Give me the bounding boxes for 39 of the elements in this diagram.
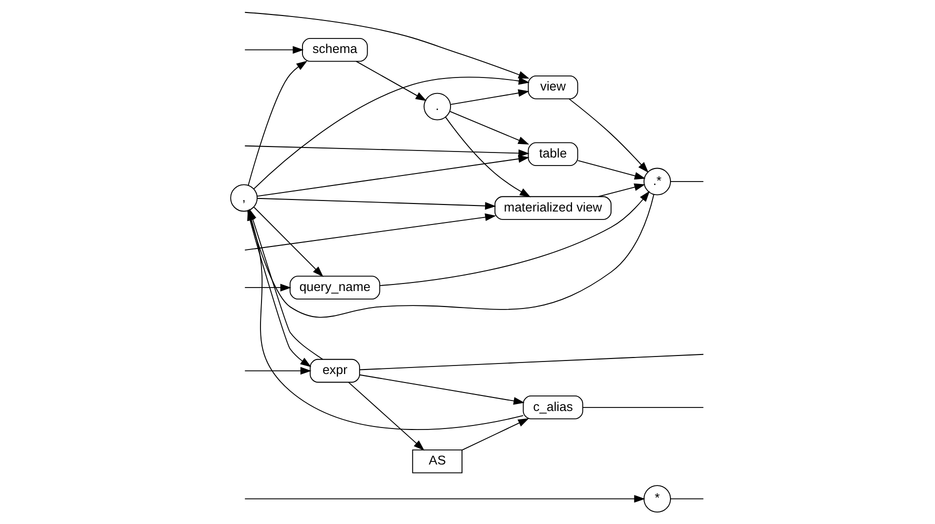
- connector: [670, 181, 704, 182]
- connector: [359, 354, 704, 370]
- arrow: [254, 206, 324, 277]
- arrow: [348, 382, 424, 451]
- node-box: schema: [302, 38, 368, 62]
- arrow: [248, 60, 308, 186]
- arrow: [244, 495, 646, 503]
- node-circle: .: [424, 92, 452, 120]
- arrow: [244, 213, 496, 251]
- node-circle: *: [644, 485, 671, 513]
- connector: [582, 406, 704, 408]
- node-circle: .*: [644, 168, 671, 196]
- arrow: [450, 89, 530, 105]
- arrow: [359, 374, 525, 405]
- arrow: [256, 198, 496, 210]
- arrow: [244, 284, 292, 292]
- arrow: [356, 60, 427, 102]
- arrow: [244, 366, 312, 375]
- arrow: [244, 12, 530, 85]
- arrow: [568, 98, 649, 173]
- arrow: [244, 46, 304, 54]
- node-box: expr: [310, 358, 360, 383]
- arrow: [598, 183, 646, 198]
- arrow: [462, 418, 530, 450]
- node-circle: ,: [230, 184, 258, 212]
- arrow: [254, 71, 530, 190]
- node-box: AS: [412, 449, 462, 474]
- node-box: c_alias: [522, 396, 584, 420]
- arrow: [244, 145, 530, 163]
- arrow: [445, 116, 531, 198]
- node-box: table: [528, 142, 578, 166]
- node-box: query_name: [290, 276, 380, 300]
- arrow: [256, 149, 530, 197]
- arrow: [379, 190, 650, 286]
- arrow: [450, 111, 530, 145]
- connector: [670, 498, 704, 500]
- arrow: [577, 160, 646, 180]
- node-box: materialized view: [494, 196, 612, 220]
- node-box: view: [528, 75, 578, 100]
